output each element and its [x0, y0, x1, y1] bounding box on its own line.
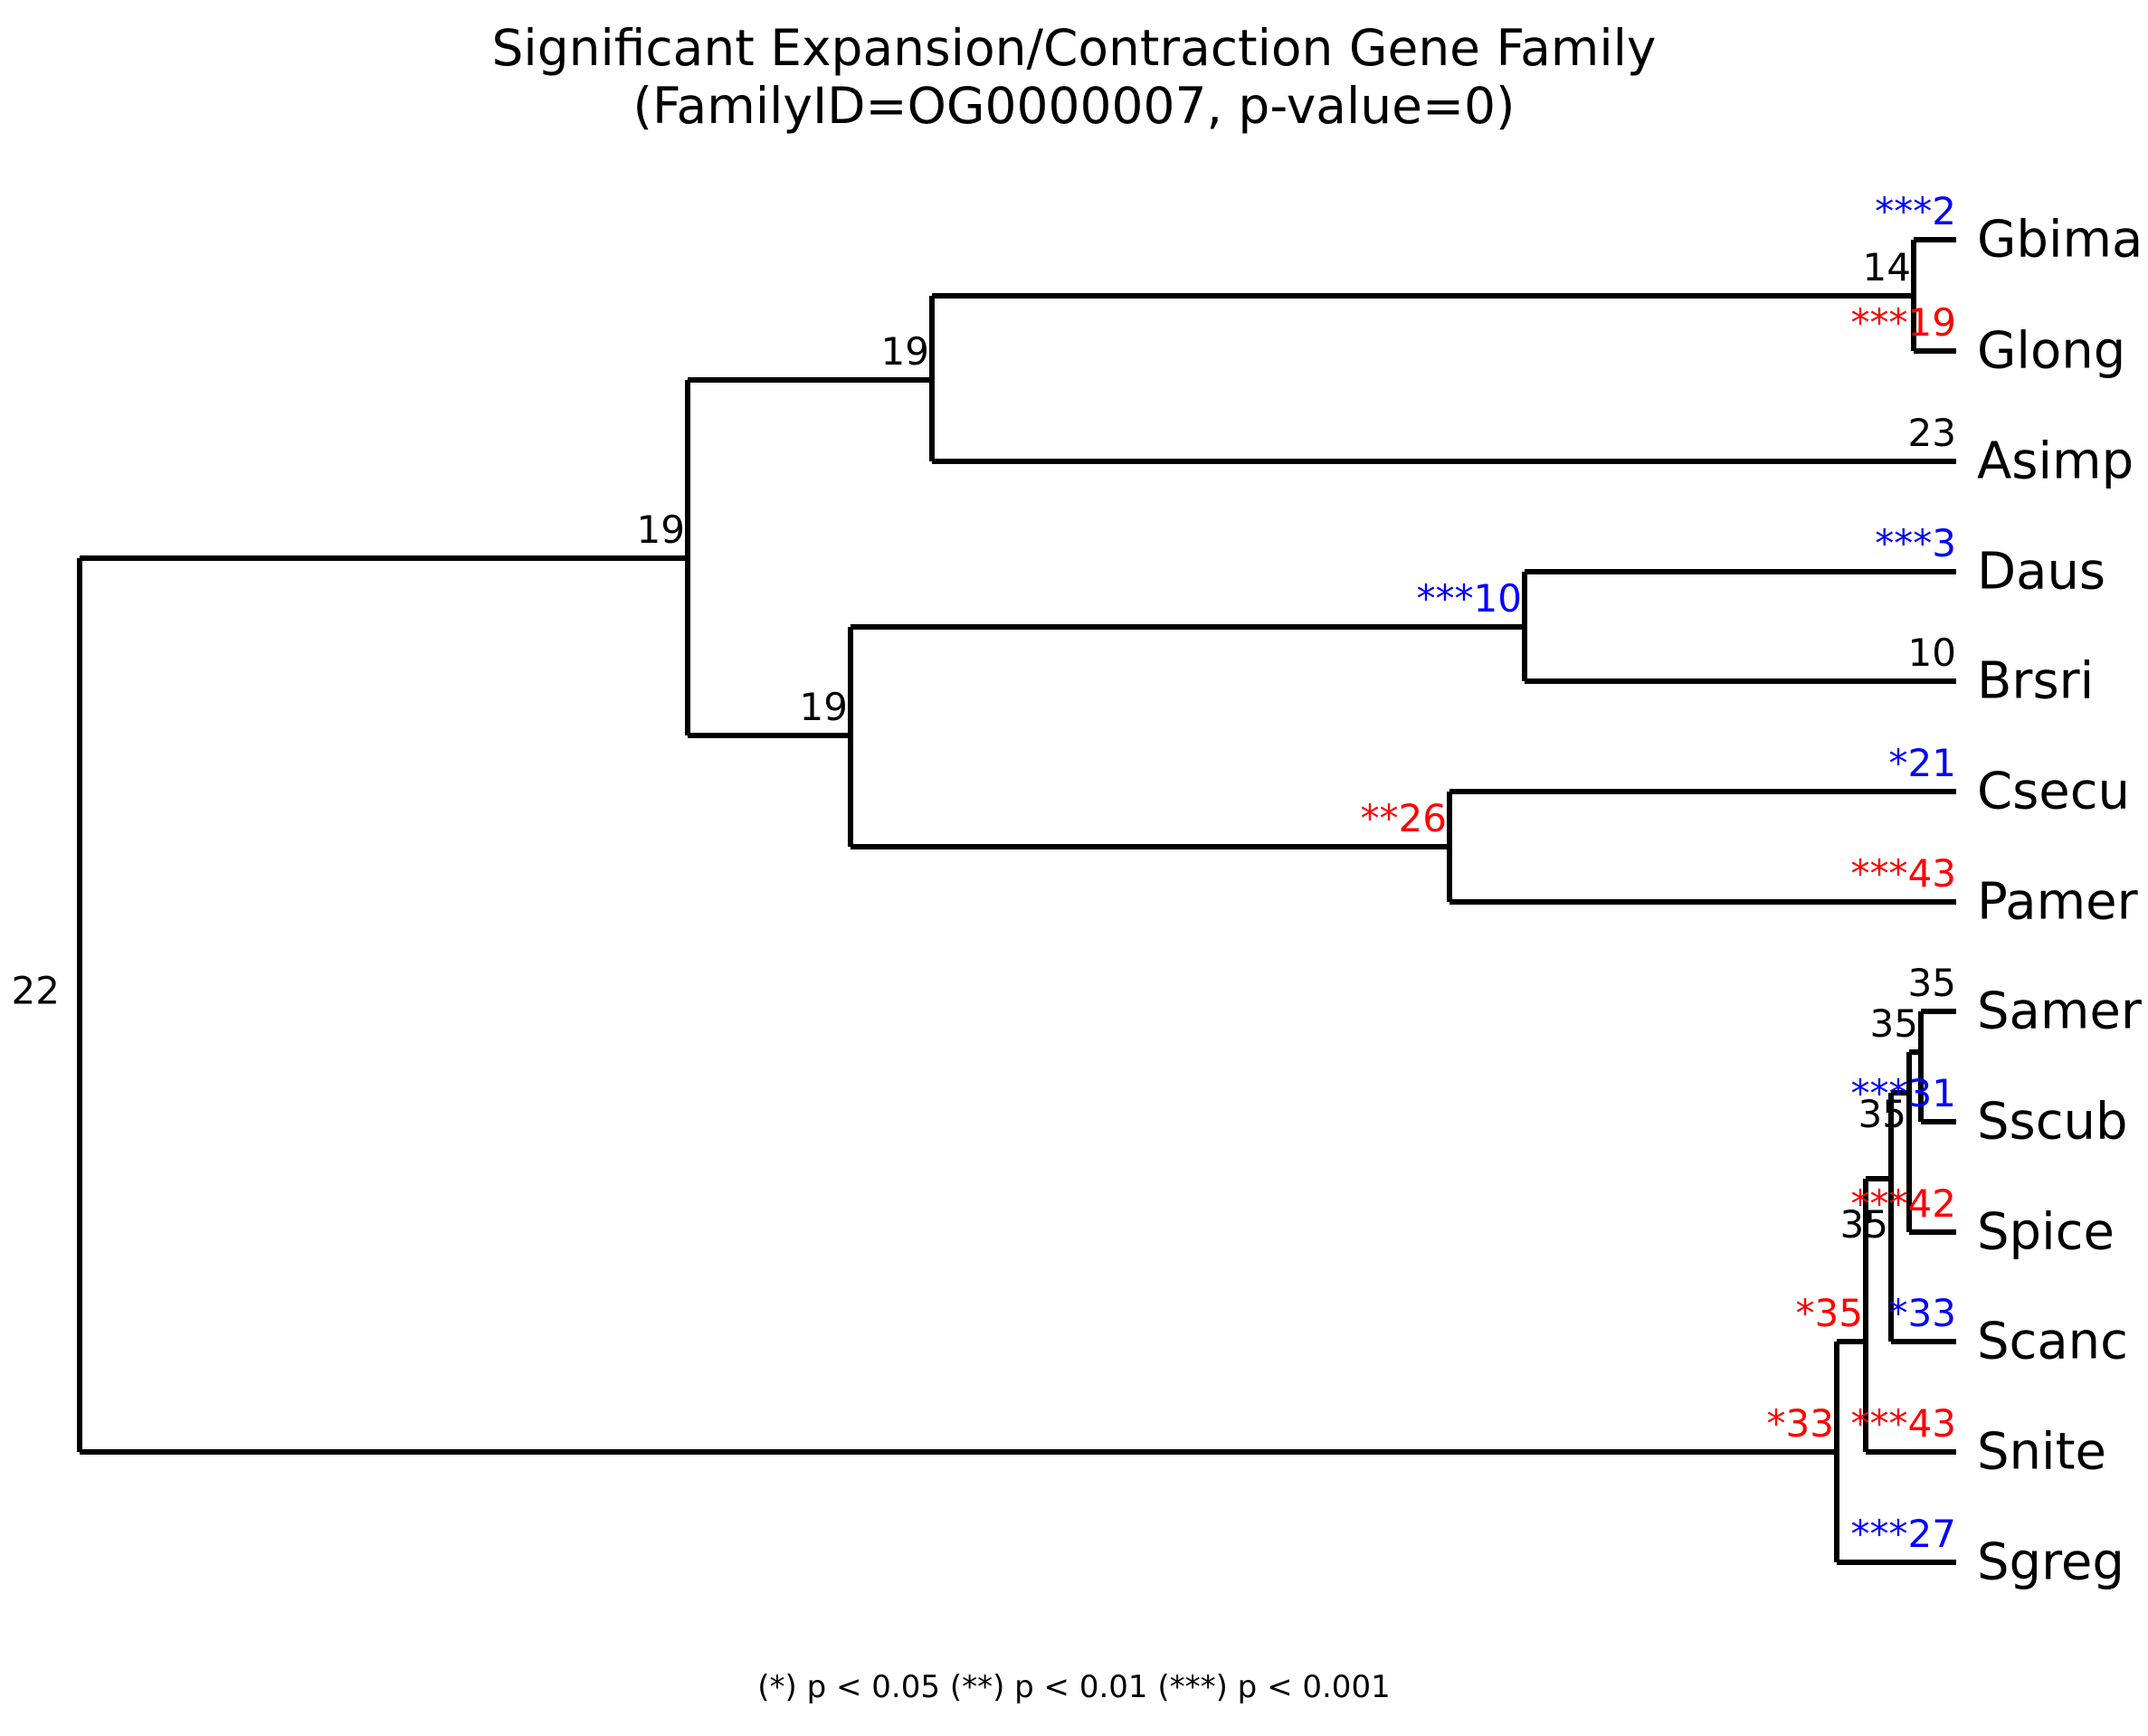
tip-value-samer: 35 [1907, 961, 1956, 1005]
tip-label-brsri: Brsri [1977, 651, 2095, 711]
tip-label-asimp: Asimp [1977, 432, 2134, 491]
node-value-n-abcdg: 19 [636, 508, 685, 552]
tip-label-gbima: Gbima [1977, 210, 2143, 270]
legend-text: (*) p < 0.05 (**) p < 0.01 (***) p < 0.0… [757, 1669, 1391, 1705]
node-value-n-samer-sscub: 35 [1869, 1001, 1918, 1046]
tip-value-sgreg: ***27 [1850, 1512, 1956, 1556]
node-value-n-sss: 35 [1858, 1092, 1906, 1136]
tip-value-pamer: ***43 [1850, 851, 1956, 896]
tip-value-daus: ***3 [1875, 521, 1956, 565]
node-value-n-dbcp: 19 [799, 685, 848, 729]
node-value-n-ssss: 35 [1839, 1202, 1888, 1247]
tip-label-sgreg: Sgreg [1977, 1532, 2124, 1592]
tip-value-csecu: *21 [1888, 741, 1956, 785]
tip-value-gbima: ***2 [1875, 189, 1956, 233]
chart-title: Significant Expansion/Contraction Gene F… [491, 19, 1657, 135]
node-value-root: 22 [11, 968, 60, 1013]
tip-label-pamer: Pamer [1977, 872, 2138, 932]
tip-value-spice: ***42 [1850, 1181, 1956, 1226]
node-value-n-cp: **26 [1360, 796, 1447, 840]
tip-label-spice: Spice [1977, 1202, 2115, 1262]
node-value-n-gga: 19 [880, 329, 929, 374]
tip-value-sscub: ***31 [1850, 1071, 1956, 1115]
tip-value-asimp: 23 [1907, 411, 1956, 455]
tip-value-brsri: 10 [1907, 631, 1956, 675]
tip-label-daus: Daus [1977, 542, 2106, 602]
tip-label-snite: Snite [1977, 1422, 2107, 1482]
tip-label-csecu: Csecu [1977, 762, 2131, 821]
tip-label-samer: Samer [1977, 982, 2142, 1041]
node-value-n-gg: 14 [1862, 245, 1911, 289]
node-value-n-db: ***10 [1416, 576, 1522, 621]
tip-value-scanc: *33 [1888, 1291, 1956, 1335]
node-value-n-sclade6: *33 [1766, 1401, 1834, 1446]
tip-label-sscub: Sscub [1977, 1092, 2128, 1152]
tip-value-glong: ***19 [1850, 300, 1956, 345]
node-value-n-sclade5: *35 [1795, 1291, 1863, 1335]
tip-label-scanc: Scanc [1977, 1312, 2128, 1371]
significance-legend: (*) p < 0.05 (**) p < 0.01 (***) p < 0.0… [0, 1669, 2148, 1705]
tip-value-snite: ***43 [1850, 1401, 1956, 1446]
tip-label-glong: Glong [1977, 321, 2126, 381]
